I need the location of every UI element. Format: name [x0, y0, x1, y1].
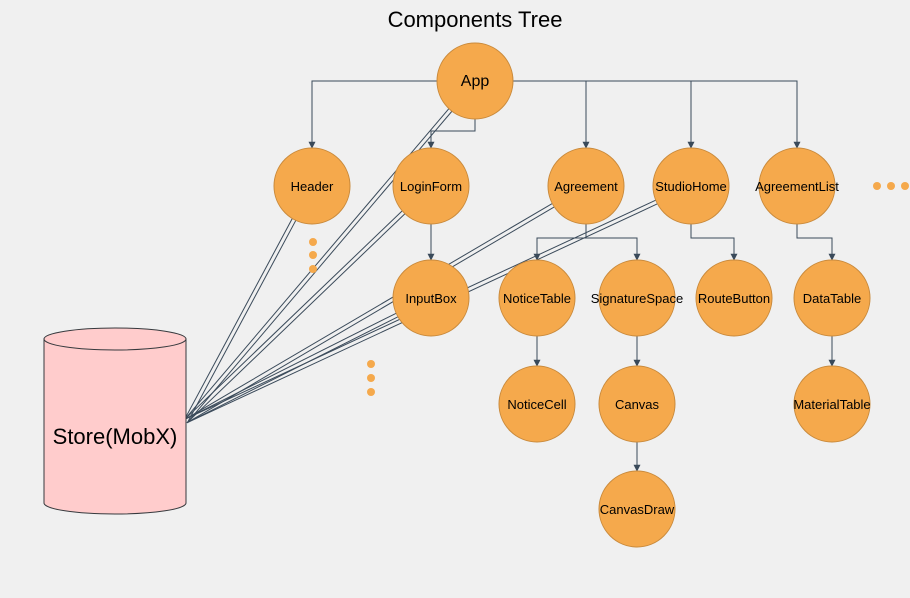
- node-agreementlist-label: AgreementList: [755, 179, 839, 194]
- node-routebutton-label: RouteButton: [698, 291, 770, 306]
- ellipsis-dots: [309, 182, 909, 396]
- ellipsis-dot: [367, 388, 375, 396]
- node-studiohome-circle: [652, 147, 730, 225]
- edge-agreement-to-noticetable: [533, 224, 587, 261]
- node-noticecell: NoticeCell: [498, 365, 576, 443]
- node-inputbox-label: InputBox: [405, 291, 457, 306]
- store-link-loginform: [184, 210, 406, 423]
- node-studiohome: StudioHome: [652, 147, 730, 225]
- ellipsis-inputbox: [367, 360, 375, 396]
- ellipsis-dot: [367, 374, 375, 382]
- node-datatable: DataTable: [793, 259, 871, 337]
- edge-app-to-studiohome: [513, 80, 695, 149]
- ellipsis-dot: [309, 238, 317, 246]
- node-app: App: [436, 42, 514, 120]
- node-noticecell-circle: [498, 365, 576, 443]
- store-link-agreement: [184, 203, 555, 424]
- diagram-title: Components Tree: [388, 7, 563, 32]
- node-canvasdraw-circle: [598, 470, 676, 548]
- store-label: Store(MobX): [53, 424, 178, 449]
- node-header: Header: [273, 147, 351, 225]
- node-app-label: App: [461, 73, 490, 90]
- node-canvasdraw-label: CanvasDraw: [600, 502, 675, 517]
- node-app-circle: [436, 42, 514, 120]
- node-signaturespace: SignatureSpace: [591, 259, 684, 337]
- store-top: [43, 327, 187, 351]
- node-inputbox-circle: [392, 259, 470, 337]
- node-signaturespace-circle: [598, 259, 676, 337]
- node-materialtable-label: MaterialTable: [793, 397, 870, 412]
- node-loginform: LoginForm: [392, 147, 470, 225]
- node-agreement-label: Agreement: [554, 179, 618, 194]
- ellipsis-dot: [309, 265, 317, 273]
- node-header-label: Header: [291, 179, 334, 194]
- node-signaturespace-label: SignatureSpace: [591, 291, 684, 306]
- ellipsis-dot: [901, 182, 909, 190]
- node-loginform-label: LoginForm: [400, 179, 462, 194]
- ellipsis-dot: [309, 251, 317, 259]
- ellipsis-right: [873, 182, 909, 190]
- node-header-circle: [273, 147, 351, 225]
- node-noticetable: NoticeTable: [498, 259, 576, 337]
- edge-studiohome-to-routebutton: [690, 224, 738, 261]
- ellipsis-header: [309, 238, 317, 273]
- edge-app-to-agreement: [513, 80, 590, 149]
- store-links: [183, 108, 658, 424]
- store-link-header: [183, 218, 297, 423]
- node-canvas: Canvas: [598, 365, 676, 443]
- node-agreementlist-circle: [758, 147, 836, 225]
- node-canvas-circle: [598, 365, 676, 443]
- edge-agreementlist-to-datatable: [796, 224, 836, 261]
- node-canvasdraw: CanvasDraw: [598, 470, 676, 548]
- node-noticetable-label: NoticeTable: [503, 291, 571, 306]
- node-agreement: Agreement: [547, 147, 625, 225]
- tree-edges: [308, 80, 836, 472]
- node-inputbox: InputBox: [392, 259, 470, 337]
- node-studiohome-label: StudioHome: [655, 179, 727, 194]
- edge-app-to-loginform: [427, 119, 476, 149]
- node-routebutton: RouteButton: [695, 259, 773, 337]
- node-noticetable-circle: [498, 259, 576, 337]
- ellipsis-dot: [367, 360, 375, 368]
- node-routebutton-circle: [695, 259, 773, 337]
- edge-agreement-to-signaturespace: [585, 224, 641, 261]
- store-cylinder: Store(MobX): [43, 327, 187, 515]
- node-agreementlist: AgreementList: [755, 147, 839, 225]
- node-datatable-label: DataTable: [803, 291, 862, 306]
- node-loginform-circle: [392, 147, 470, 225]
- edge-app-to-header: [308, 80, 437, 149]
- store-body: [43, 339, 187, 515]
- node-materialtable: MaterialTable: [793, 365, 871, 443]
- node-materialtable-circle: [793, 365, 871, 443]
- node-noticecell-label: NoticeCell: [507, 397, 566, 412]
- edge-app-to-agreementlist: [513, 80, 801, 149]
- node-canvas-label: Canvas: [615, 397, 660, 412]
- node-agreement-circle: [547, 147, 625, 225]
- ellipsis-dot: [887, 182, 895, 190]
- node-datatable-circle: [793, 259, 871, 337]
- ellipsis-dot: [873, 182, 881, 190]
